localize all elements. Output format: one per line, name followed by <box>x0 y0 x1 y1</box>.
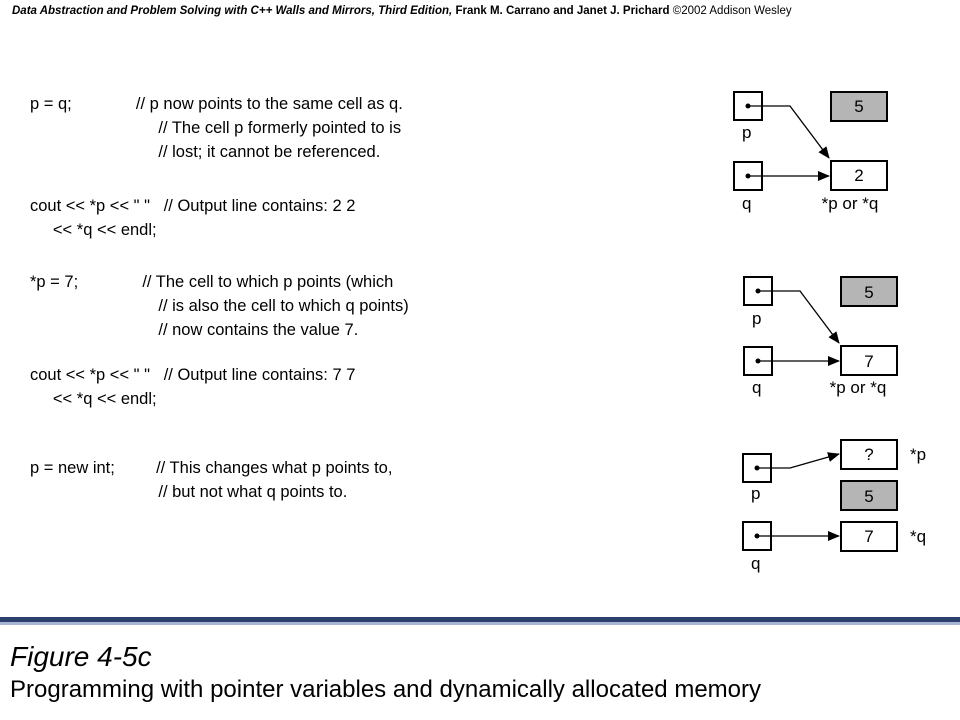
footer-divider <box>0 617 960 622</box>
figure-number: Figure 4-5c <box>10 641 152 672</box>
q-cell-value: 7 <box>864 527 873 546</box>
figure-caption: Programming with pointer variables and d… <box>10 676 761 703</box>
shared-cell-value: 2 <box>854 166 863 185</box>
copyright: ©2002 Addison Wesley <box>669 5 792 17</box>
pointer-label-q: q <box>742 194 751 213</box>
pointer-label-q: q <box>752 378 761 397</box>
pointer-label-p: p <box>742 123 751 142</box>
q-cell-label: *q <box>910 527 926 546</box>
new-cell-label: *p <box>910 445 926 464</box>
lost-cell-value: 5 <box>864 487 873 506</box>
new-cell-value: ? <box>864 445 873 464</box>
lost-memory-cell <box>830 91 888 122</box>
lost-memory-cell <box>840 480 898 511</box>
code-block-output-2: cout << *p << " " // Output line contain… <box>30 366 356 408</box>
arrow-p-to-cell <box>748 105 830 159</box>
pointer-label-p: p <box>752 309 761 328</box>
shared-memory-cell <box>840 345 898 376</box>
diagram-panel-2: p 5 q 7 *p or *q <box>743 276 898 397</box>
slide-header: Data Abstraction and Problem Solving wit… <box>12 5 952 17</box>
pointer-label-q: q <box>751 554 760 573</box>
lost-cell-value: 5 <box>854 97 863 116</box>
footer-divider-highlight <box>0 622 960 625</box>
arrow-p-to-cell <box>758 290 840 344</box>
shared-cell-value: 7 <box>864 352 873 371</box>
code-block-assign: p = q; // p now points to the same cell … <box>30 95 403 161</box>
q-memory-cell <box>840 521 898 552</box>
code-block-output-1: cout << *p << " " // Output line contain… <box>30 197 356 239</box>
shared-memory-cell <box>830 160 888 191</box>
code-block-deref-assign: *p = 7; // The cell to which p points (w… <box>30 273 409 339</box>
arrow-p-to-new-cell <box>757 452 840 469</box>
lost-cell-value: 5 <box>864 283 873 302</box>
shared-cell-label: *p or *q <box>830 378 887 397</box>
new-memory-cell <box>840 439 898 470</box>
shared-cell-label: *p or *q <box>822 194 879 213</box>
pointer-label-p: p <box>751 484 760 503</box>
code-block-new-int: p = new int; // This changes what p poin… <box>30 459 393 501</box>
book-title: Data Abstraction and Problem Solving wit… <box>12 5 453 17</box>
lost-memory-cell <box>840 276 898 307</box>
diagram-panel-3: ? *p p 5 q 7 *q <box>742 439 926 573</box>
authors: Frank M. Carrano and Janet J. Prichard <box>452 5 670 17</box>
diagram-panel-1: p 5 q 2 *p or *q <box>733 91 888 213</box>
